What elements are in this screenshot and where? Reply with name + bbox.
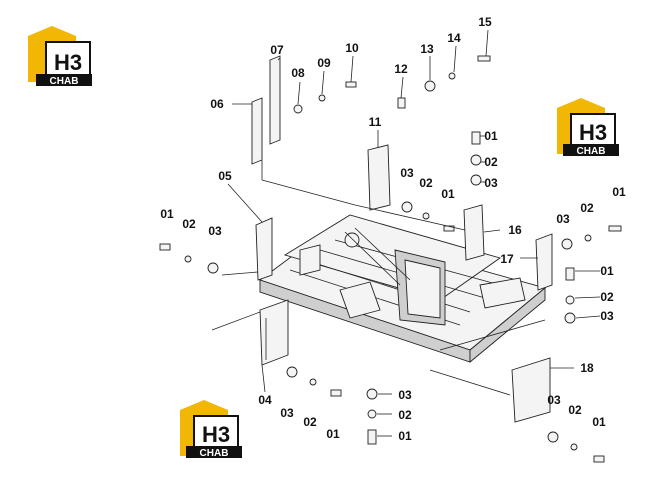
logo-sub: CHAB	[577, 146, 606, 157]
part-18-cover	[511, 357, 551, 423]
callout-label-l08: 08	[291, 66, 305, 80]
callout-label-l13: 13	[420, 42, 434, 56]
logo-mark: H3	[54, 50, 82, 75]
callout-label-b01: 01	[326, 427, 340, 441]
callout-label-b02: 02	[303, 415, 317, 429]
part-16-bracket	[463, 204, 485, 261]
callout-label-r02a: 02	[484, 155, 498, 169]
callout-label-l04: 04	[258, 393, 272, 407]
callout-label-r01a: 01	[484, 129, 498, 143]
callout-label-m03: 03	[400, 166, 414, 180]
callout-label-r03a: 03	[484, 176, 498, 190]
brand-logo-bottom-left: H3 CHAB	[180, 400, 242, 459]
callout-label-l03: 03	[208, 224, 222, 238]
logo-sub: CHAB	[200, 448, 229, 459]
callout-label-b03: 03	[280, 406, 294, 420]
callout-label-d01: 01	[592, 415, 606, 429]
callout-label-l12: 12	[394, 62, 408, 76]
callout-label-d03: 03	[547, 393, 561, 407]
callout-label-l14: 14	[447, 31, 461, 45]
callout-label-m01: 01	[441, 187, 455, 201]
callout-label-l15: 15	[478, 15, 492, 29]
logo-mark: H3	[202, 422, 230, 447]
part-17-bracket	[535, 233, 553, 291]
callout-label-d02: 02	[568, 403, 582, 417]
callout-label-l18: 18	[580, 361, 594, 375]
callout-label-r02b: 02	[580, 201, 594, 215]
callout-label-r03b: 03	[556, 212, 570, 226]
callout-label-m02: 02	[419, 176, 433, 190]
fasteners	[159, 55, 622, 463]
logo-sub: CHAB	[50, 76, 79, 87]
part-05-bracket	[255, 217, 273, 281]
callout-label-c03: 03	[398, 388, 412, 402]
brand-logo-right: H3 CHAB	[557, 98, 619, 157]
callout-label-l01: 01	[160, 207, 174, 221]
brand-logo-top-left: H3 CHAB	[28, 26, 92, 87]
main-frame-assembly	[259, 214, 546, 363]
callout-label-l10: 10	[345, 41, 359, 55]
callout-label-r01b: 01	[612, 185, 626, 199]
leader-lines	[211, 29, 601, 437]
callout-label-c01: 01	[398, 429, 412, 443]
callout-label-l11: 11	[369, 115, 382, 129]
part-11-bracket	[367, 144, 391, 211]
callout-labels: 15 13 14 07 10 09 08 12 06 11 01 02 03 05 03 02 01 01 02 03…	[160, 15, 626, 443]
callout-label-l17: 17	[500, 252, 514, 266]
callout-label-l05: 05	[218, 169, 232, 183]
callout-label-l06: 06	[210, 97, 224, 111]
part-04-bracket	[259, 299, 289, 366]
callout-label-c02: 02	[398, 408, 412, 422]
callout-label-l09: 09	[317, 56, 331, 70]
callout-label-r01c: 01	[600, 264, 614, 278]
logo-mark: H3	[579, 120, 607, 145]
callout-label-l16: 16	[508, 223, 522, 237]
callout-label-l02: 02	[182, 217, 196, 231]
callout-label-r02c: 02	[600, 290, 614, 304]
callout-label-r03c: 03	[600, 309, 614, 323]
callout-label-l07: 07	[270, 43, 284, 57]
part-06-07-brackets	[251, 55, 281, 165]
